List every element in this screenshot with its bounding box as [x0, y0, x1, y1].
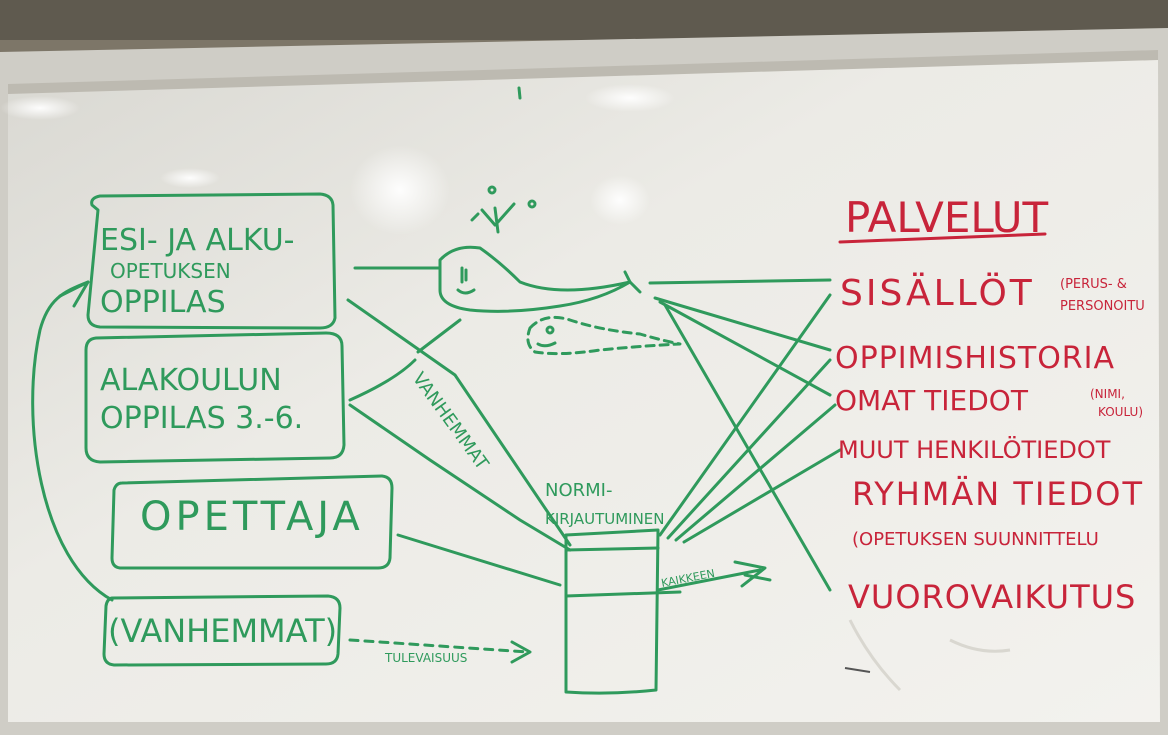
line-whale-down	[416, 318, 462, 354]
line-normi-omat	[674, 403, 837, 542]
palvelut-underline	[838, 232, 1047, 244]
service-sisallot-note: (PERUS- &	[1060, 277, 1127, 292]
line-normi-muut	[682, 448, 842, 544]
service-omat-note2: KOULU)	[1098, 405, 1143, 419]
loop-arrowhead	[58, 280, 90, 308]
box-alakoulun-oppilas	[84, 331, 346, 464]
small-scribble	[844, 667, 871, 673]
line-vanhemmat-diag	[346, 298, 572, 547]
esi-line-3: OPPILAS	[100, 285, 226, 320]
box-vanhemmat	[102, 594, 342, 667]
line-ala-up	[348, 358, 417, 402]
light-glare	[590, 175, 650, 225]
service-ryhman-tiedot: RYHMÄN TIEDOT	[852, 475, 1144, 513]
esi-line-1: ESI- JA ALKU-	[100, 223, 294, 258]
whale-icon	[438, 185, 642, 313]
service-sisallot-note2: PERSONOITU	[1060, 299, 1145, 314]
kaikkeen-arrow	[656, 568, 762, 592]
ala-line-2: OPPILAS 3.-6.	[100, 401, 303, 436]
ghost-marks	[848, 619, 1011, 692]
ala-line-1: ALAKOULUN	[100, 363, 282, 398]
line-to-sisallot	[648, 278, 832, 285]
service-muut-henkilotiedot: MUUT HENKILÖTIEDOT	[838, 435, 1111, 464]
marker-dot	[517, 86, 522, 100]
service-opetuksen-suunnittelu: (OPETUKSEN SUUNNITTELU	[852, 529, 1099, 550]
line-to-omat	[658, 300, 832, 397]
light-glare	[585, 84, 675, 112]
esi-line-2: OPETUKSEN	[110, 259, 231, 283]
normi-line-1: NORMI-	[545, 480, 612, 501]
kaikkeen-arrowhead	[733, 560, 772, 588]
normi-column	[564, 528, 660, 695]
service-oppimishistoria: OPPIMISHISTORIA	[835, 341, 1115, 376]
light-glare	[0, 96, 80, 120]
board-top-edge	[8, 50, 1158, 94]
box-esi-alkuopetus	[86, 192, 337, 330]
light-glare	[160, 168, 220, 188]
tulevaisuus-arrow	[348, 638, 530, 654]
vanhemmat-label: (VANHEMMAT)	[108, 612, 337, 650]
line-ala-normi	[348, 403, 572, 552]
service-sisallot: SISÄLLÖT	[840, 272, 1035, 314]
light-glare	[350, 145, 450, 235]
fish-icon	[526, 315, 682, 356]
opettaja-label: OPETTAJA	[140, 494, 364, 540]
line-normi-oppimis	[666, 358, 832, 540]
tulevaisuus-label: TULEVAISUUS	[384, 651, 467, 665]
line-to-oppimishistoria	[653, 296, 832, 352]
normi-line-2: KIRJAUTUMINEN	[545, 510, 665, 528]
service-omat-note: (NIMI,	[1090, 387, 1125, 401]
line-normi-sisallot	[658, 293, 832, 537]
service-vuorovaikutus: VUOROVAIKUTUS	[848, 578, 1136, 616]
tulevaisuus-arrowhead	[510, 640, 532, 664]
normi-column-band	[564, 590, 682, 598]
normi-column-top	[564, 546, 660, 552]
box-opettaja	[110, 474, 394, 570]
service-omat-tiedot: OMAT TIEDOT	[835, 384, 1029, 417]
line-to-vuorovaikutus	[663, 303, 832, 592]
whiteboard-surface	[8, 58, 1160, 722]
line-opettaja-normi	[396, 533, 562, 587]
